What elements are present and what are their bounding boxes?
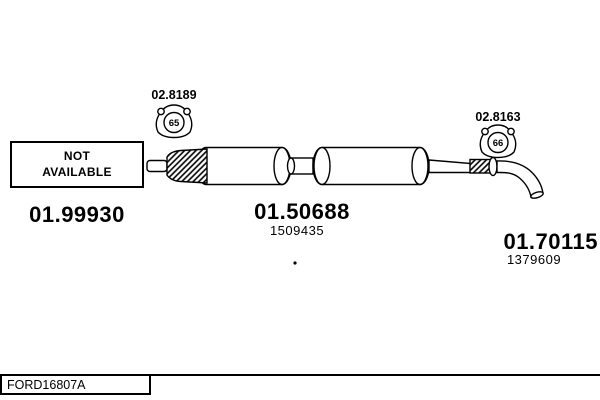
rear-muffler-front-cap <box>313 146 331 186</box>
gasket-label-left: 02.8189 <box>151 88 197 102</box>
interconnect-pipe-cap <box>286 157 296 175</box>
clamp-ring <box>488 156 498 177</box>
gasket-bolt-hole <box>183 107 191 116</box>
footer-code-box: FORD16807A <box>0 374 151 395</box>
gasket-bore-circle <box>163 111 185 134</box>
rear-muffler-end-cap <box>411 146 429 186</box>
gasket-label-right: 02.8163 <box>475 110 521 124</box>
tail-pipe <box>496 160 544 198</box>
part-number-left: 01.99930 <box>29 202 125 227</box>
part-number-middle: 01.50688 <box>254 199 350 224</box>
stray-dot <box>293 261 297 265</box>
exhaust-assembly: 65 66 <box>146 104 544 265</box>
mid-pipe <box>428 159 472 174</box>
inlet-pipe <box>146 159 168 173</box>
gasket-bolt-hole <box>157 107 165 116</box>
tail-pipe-opening <box>530 191 544 199</box>
gasket-icon-66: 66 <box>479 124 517 159</box>
gasket-icon-65: 65 <box>155 104 193 139</box>
footer-code: FORD16807A <box>7 377 86 392</box>
part-ref-right: 1379609 <box>506 252 562 267</box>
not-available-box: NOT AVAILABLE <box>10 141 144 188</box>
flex-pipe-section <box>166 148 208 184</box>
gasket-bolt-hole <box>507 127 515 136</box>
gasket-bolt-hole <box>481 127 489 136</box>
not-available-line1: NOT <box>63 148 91 163</box>
not-available-line2: AVAILABLE <box>42 164 112 179</box>
gasket-number-left: 65 <box>169 118 180 129</box>
part-ref-middle: 1509435 <box>269 223 325 238</box>
gasket-number-right: 66 <box>493 138 504 149</box>
gasket-bore-circle <box>487 131 509 154</box>
footer-divider <box>0 374 600 376</box>
part-number-right: 01.70115 <box>503 229 598 254</box>
